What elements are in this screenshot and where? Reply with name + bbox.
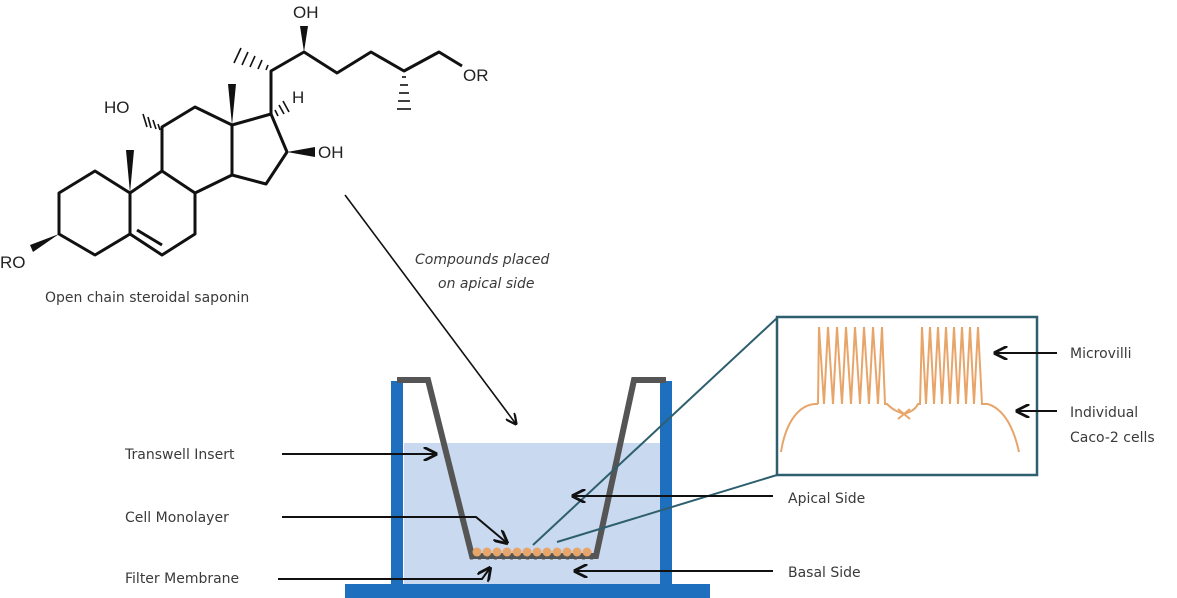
caco2-cells-drawing xyxy=(780,326,1020,453)
annotation-line1: Compounds placed xyxy=(415,252,549,268)
side-chain xyxy=(269,50,463,114)
label-transwell-insert: Transwell Insert xyxy=(124,447,235,463)
molecule-caption: Open chain steroidal saponin xyxy=(45,290,249,306)
cell-junction xyxy=(897,408,911,420)
label-individual-cells-1: Individual xyxy=(1070,405,1138,421)
hashed-bonds xyxy=(142,47,411,131)
atom-h: H xyxy=(292,88,304,107)
atom-oh-ring: OH xyxy=(318,143,344,162)
ring-d xyxy=(231,112,289,186)
microvilli-inset-frame xyxy=(775,315,1039,477)
microvilli-left xyxy=(817,326,905,415)
inset-projection-lines xyxy=(532,317,778,546)
wedge-c3-ro xyxy=(30,234,59,252)
culture-medium xyxy=(404,443,660,585)
label-cell-monolayer: Cell Monolayer xyxy=(125,510,229,526)
label-microvilli: Microvilli xyxy=(1070,346,1132,362)
atom-ro-left: RO xyxy=(0,253,26,272)
annotation-line2: on apical side xyxy=(438,276,535,292)
cell-right-outline xyxy=(987,403,1020,453)
cell-monolayer-arrow xyxy=(282,516,507,543)
filter-membrane-arrow xyxy=(278,568,490,579)
ring-a xyxy=(57,169,132,257)
well-base xyxy=(345,584,710,598)
cell-left-outline xyxy=(780,403,818,453)
label-basal-side: Basal Side xyxy=(788,565,861,581)
steroidal-saponin-structure xyxy=(57,50,463,257)
label-apical-side: Apical Side xyxy=(788,491,865,507)
cell-monolayer xyxy=(472,547,592,557)
double-bond xyxy=(136,228,163,247)
stereo-bonds xyxy=(30,26,315,252)
wedge-c13-methyl xyxy=(228,84,236,125)
atom-ho-left: HO xyxy=(104,98,130,117)
atom-oh-top: OH xyxy=(293,3,319,22)
well-left-wall xyxy=(391,381,403,587)
wedge-c10-methyl xyxy=(126,150,134,193)
wedge-c22-oh xyxy=(300,26,308,52)
label-filter-membrane: Filter Membrane xyxy=(125,571,239,587)
ring-c xyxy=(160,105,234,195)
ring-b xyxy=(129,169,197,257)
label-individual-cells-2: Caco-2 cells xyxy=(1070,430,1155,446)
transwell-insert xyxy=(397,377,666,559)
microvilli-right xyxy=(903,326,988,415)
compound-arrow xyxy=(344,194,516,424)
wedge-c16-oh xyxy=(287,147,315,157)
atom-or-right: OR xyxy=(463,66,489,85)
well-right-wall xyxy=(660,381,672,587)
